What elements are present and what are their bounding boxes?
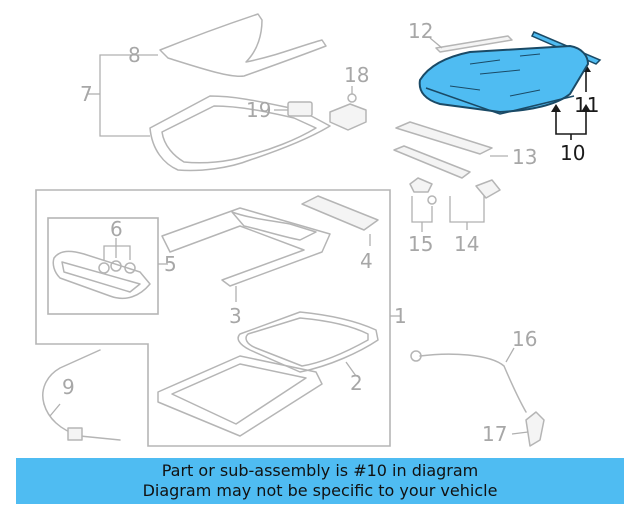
part-7-frame-seal[interactable]	[149, 95, 331, 172]
part-19-clip[interactable]	[274, 101, 313, 117]
part-9-drain-cable[interactable]	[42, 349, 121, 441]
callout-14: 14	[454, 232, 479, 256]
subassembly-box-5	[47, 217, 168, 315]
callout-numbers: 1 2 3 4 5 6 7 8 9 10 11 12 13 14 15 16 1…	[62, 19, 599, 446]
callout-2: 2	[350, 371, 363, 395]
part-5-deflector[interactable]	[52, 250, 151, 300]
callout-11: 11	[574, 93, 599, 117]
callout-1: 1	[394, 304, 407, 328]
part-13-rail[interactable]	[395, 121, 508, 157]
part-16-drain-hose[interactable]	[410, 347, 527, 413]
part-3-sunroof-frame[interactable]	[161, 207, 331, 302]
part-8-weatherstrip[interactable]	[159, 13, 327, 77]
part-15-fastener[interactable]	[409, 177, 437, 232]
callout-9: 9	[62, 375, 75, 399]
callout-7: 7	[80, 82, 93, 106]
part-17-hose-clip[interactable]	[511, 411, 545, 447]
part-14-bracket[interactable]	[393, 145, 501, 230]
callout-18: 18	[344, 63, 369, 87]
callout-16: 16	[512, 327, 537, 351]
part-4-front-bracket[interactable]	[301, 195, 379, 246]
callout-3: 3	[229, 304, 242, 328]
part-12-deflector-strip[interactable]	[429, 35, 513, 53]
callout-19: 19	[246, 98, 271, 122]
part-6-fasteners[interactable]	[98, 238, 136, 274]
part-1-housing[interactable]	[157, 355, 323, 437]
callout-6: 6	[110, 217, 123, 241]
callout-12: 12	[408, 19, 433, 43]
callout-10: 10	[560, 141, 585, 165]
banner-disclaimer: Diagram may not be specific to your vehi…	[142, 481, 498, 500]
callout-17: 17	[482, 422, 507, 446]
part-info-banner: Part or sub-assembly is #10 in diagram D…	[16, 458, 624, 504]
banner-part-reference: Part or sub-assembly is #10 in diagram	[161, 461, 479, 480]
part-18-motor[interactable]	[329, 86, 367, 131]
callout-5: 5	[164, 252, 177, 276]
callout-4: 4	[360, 249, 373, 273]
part-10-glass-panel[interactable]	[418, 44, 591, 140]
callout-8: 8	[128, 43, 141, 67]
callout-13: 13	[512, 145, 537, 169]
assembly-box-1	[35, 189, 400, 447]
callout-15: 15	[408, 232, 433, 256]
callout-7-bracket	[88, 54, 158, 137]
part-2-seal-ring[interactable]	[237, 311, 379, 377]
